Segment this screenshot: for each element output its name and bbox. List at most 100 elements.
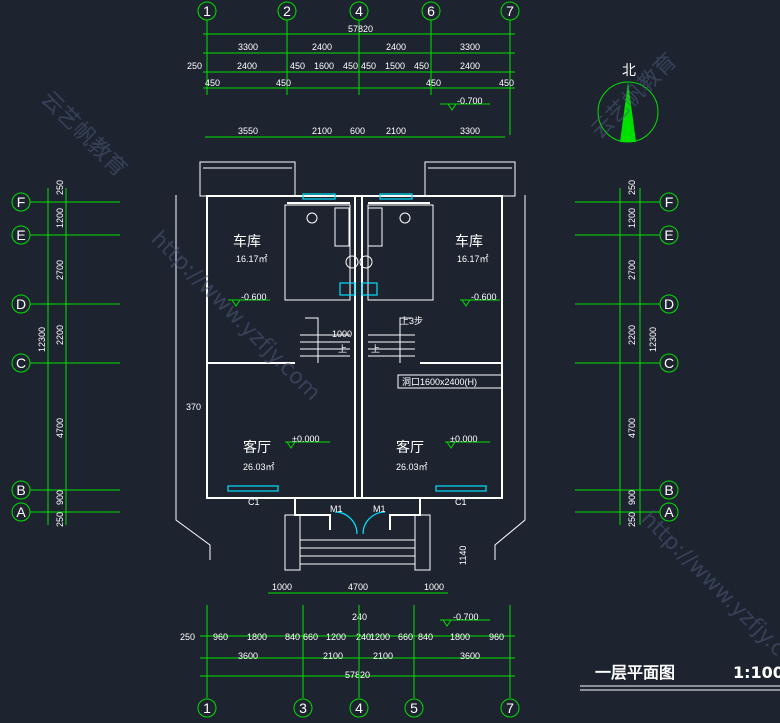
- right-axis-bubbles: F E D C B A: [575, 192, 679, 522]
- svg-text:4: 4: [355, 3, 363, 19]
- dim-right-2: 2700: [627, 260, 637, 280]
- svg-text:3: 3: [299, 700, 307, 716]
- dim-left-2: 2700: [55, 260, 65, 280]
- dim-bottom-stair-2: 1000: [424, 582, 444, 592]
- dim-bottom-r1-1: 960: [213, 632, 228, 642]
- dim-bottom-total: 57820: [345, 670, 370, 680]
- dim-top-r2-7: 450: [414, 61, 429, 71]
- axis-bubble-right-E: E: [575, 225, 679, 245]
- axis-bubble-left-B: B: [11, 480, 120, 500]
- bottom-dimensions: 1000 4700 1000 1140 240 -0.700 250 960 1…: [180, 546, 515, 680]
- svg-text:-0.600: -0.600: [241, 292, 267, 302]
- note-width-1000: 1000: [332, 329, 352, 339]
- toilet-icon: [306, 212, 318, 224]
- axis-bubble-top-7: 7: [500, 1, 520, 135]
- dim-top-r2-5: 450: [361, 61, 376, 71]
- room-living-left: 客厅: [243, 439, 271, 456]
- svg-text:5: 5: [410, 700, 418, 716]
- label-door-m1-right: M1: [373, 504, 386, 514]
- svg-text:6: 6: [427, 3, 435, 19]
- svg-text:E: E: [16, 227, 25, 243]
- svg-text:F: F: [17, 194, 26, 210]
- svg-text:北: 北: [622, 63, 636, 79]
- dim-top-r2-3: 1600: [314, 61, 334, 71]
- svg-text:±0.000: ±0.000: [292, 434, 319, 444]
- room-living-right-area: 26.03㎡: [396, 462, 428, 472]
- axis-bubble-right-D: D: [575, 294, 679, 314]
- dim-top-r2-2: 450: [290, 61, 305, 71]
- axis-bubble-right-C: C: [575, 353, 679, 373]
- dim-left-4: 4700: [55, 418, 65, 438]
- room-garage-right-area: 16.17㎡: [457, 254, 489, 264]
- note-wall-370: 370: [186, 402, 201, 412]
- dim-right-6: 250: [627, 512, 637, 527]
- dim-bottom-r1-11: 960: [489, 632, 504, 642]
- axis-bubble-left-E: E: [11, 225, 120, 245]
- svg-text:7: 7: [506, 3, 514, 19]
- axis-bubble-right-F: F: [575, 192, 679, 212]
- dim-bottom-r1-6: 240: [356, 632, 371, 642]
- toilet-icon: [399, 212, 411, 224]
- dim-right-5: 900: [627, 490, 637, 505]
- svg-text:A: A: [664, 504, 674, 520]
- label-window-c1-left: C1: [248, 497, 260, 507]
- room-living-left-area: 26.03㎡: [243, 462, 275, 472]
- room-garage-left-area: 16.17㎡: [236, 254, 268, 264]
- note-door-opening: 洞口1600x2400(H): [402, 377, 477, 387]
- top-axis-bubbles: 1 2 4 6 7: [197, 1, 520, 135]
- svg-text:E: E: [664, 227, 673, 243]
- right-dimensions: 250 1200 2700 2200 4700 900 250 12300: [619, 180, 658, 527]
- dim-bottom-r2-2: 2100: [373, 651, 393, 661]
- bathtub-icon: [367, 207, 383, 247]
- dim-bottom-r1-9: 840: [418, 632, 433, 642]
- dim-top-r3-2: 450: [426, 78, 441, 88]
- dim-right-4: 4700: [627, 418, 637, 438]
- dim-top-r4-0: 3550: [238, 126, 258, 136]
- dim-bottom-r1-8: 660: [398, 632, 413, 642]
- elevation-living-left: ±0.000: [285, 434, 330, 449]
- dim-top-r3-1: 450: [276, 78, 291, 88]
- dim-left-0: 250: [55, 180, 65, 195]
- elevation-markers: -0.600 -0.600 ±0.000 ±0.000: [228, 292, 500, 449]
- dim-top-r4-3: 2100: [386, 126, 406, 136]
- svg-text:D: D: [664, 296, 674, 312]
- axis-bubble-top-6: 6: [421, 1, 441, 95]
- note-stair-up-left: 上: [338, 344, 347, 354]
- elevation-garage-left: -0.600: [228, 292, 270, 307]
- building-walls: [175, 161, 526, 571]
- sanitary-fixtures: [306, 207, 411, 269]
- dim-top-r3-0: 450: [205, 78, 220, 88]
- axis-bubble-bottom-4: 4: [349, 605, 369, 718]
- svg-text:-0.700: -0.700: [453, 612, 479, 622]
- drawing-title: 一层平面图: [595, 663, 675, 682]
- left-axis-bubbles: F E D C B A: [11, 192, 120, 522]
- dim-bottom-stair-0: 1000: [272, 582, 292, 592]
- north-arrow-icon: [620, 82, 636, 142]
- room-garage-right: 车库: [455, 233, 483, 250]
- dim-bottom-240: 240: [352, 612, 367, 622]
- dim-bottom-r1-10: 1800: [450, 632, 470, 642]
- svg-text:7: 7: [506, 700, 514, 716]
- axis-bubble-left-A: A: [11, 502, 120, 522]
- left-dimensions: 250 1200 2700 2200 4700 900 250 12300: [37, 180, 67, 527]
- svg-text:C: C: [16, 355, 26, 371]
- bathtub-icon: [334, 207, 350, 247]
- dim-bottom-r1-5: 1200: [326, 632, 346, 642]
- window-c1-right: [435, 485, 487, 492]
- dim-top-r1-0: 3300: [238, 42, 258, 52]
- dim-bottom-r1-3: 840: [285, 632, 300, 642]
- label-door-m1-left: M1: [330, 504, 343, 514]
- dim-left-3: 2200: [55, 325, 65, 345]
- elevation-marker-top: -0.700: [440, 96, 490, 111]
- dim-bottom-r2-3: 3600: [460, 651, 480, 661]
- dim-top-total: 57820: [348, 24, 373, 34]
- dim-top-r2-8: 2400: [460, 61, 480, 71]
- stair-left: [300, 317, 350, 363]
- entrance-steps: [284, 514, 431, 571]
- dim-top-r2-6: 1500: [385, 61, 405, 71]
- svg-text:A: A: [16, 504, 26, 520]
- dim-bottom-r1-7: 1200: [370, 632, 390, 642]
- svg-text:C: C: [664, 355, 674, 371]
- dim-right-1: 1200: [627, 208, 637, 228]
